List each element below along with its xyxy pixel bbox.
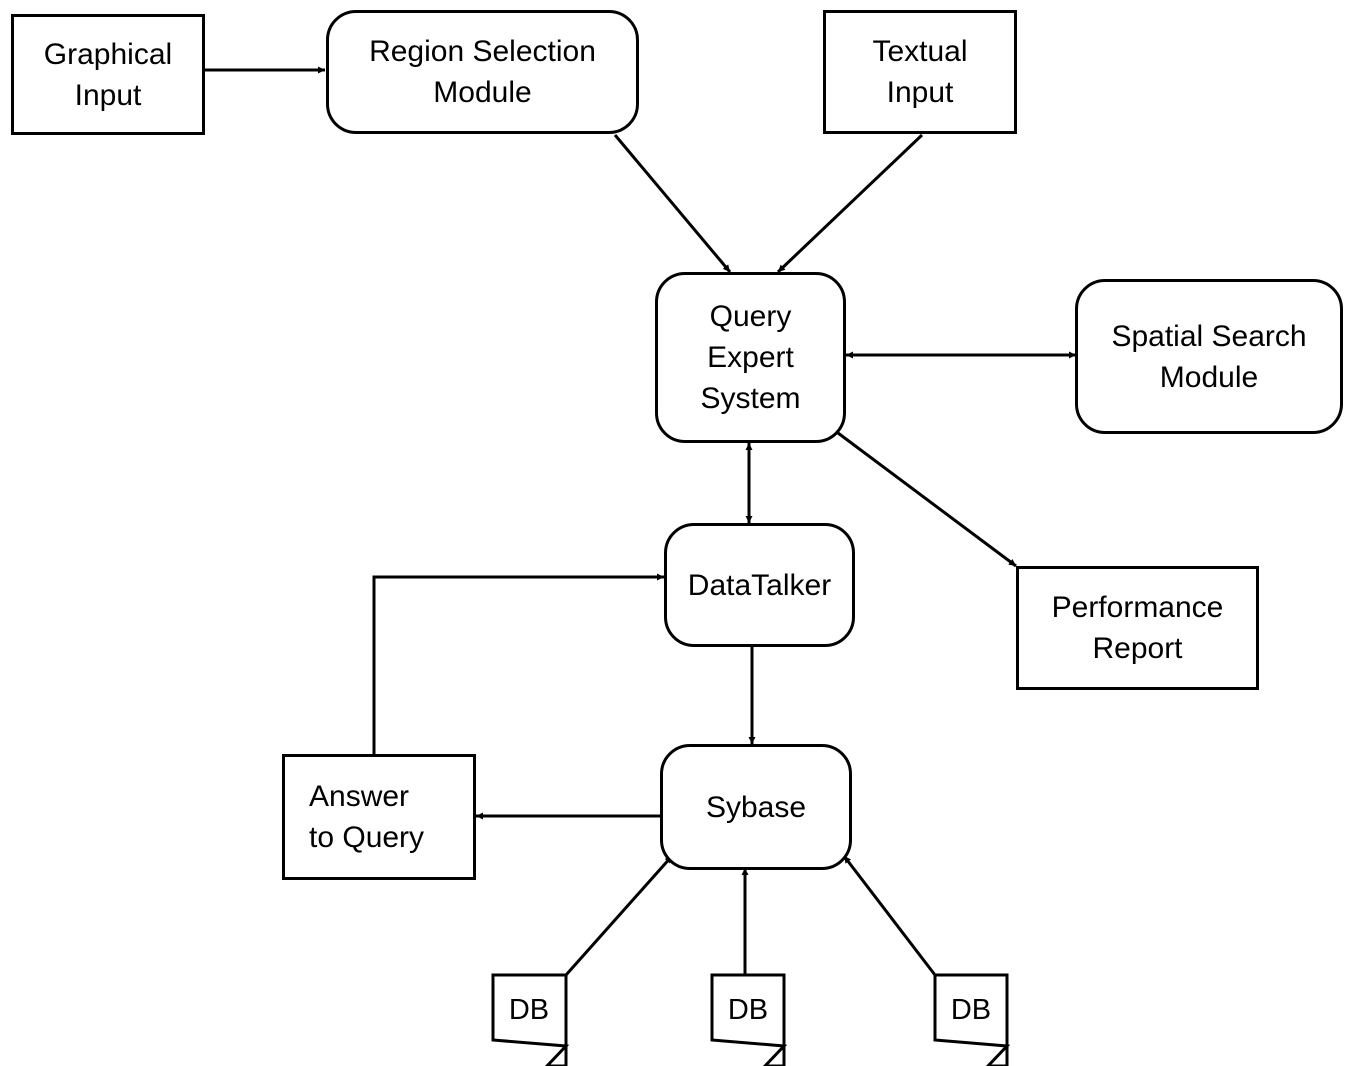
graphical-input-box: Graphical Input	[11, 14, 205, 135]
spatial-search-module-box: Spatial Search Module	[1075, 279, 1343, 434]
node-label: Region Selection	[369, 35, 596, 68]
node-label: Input	[886, 76, 954, 109]
db-document-shape	[710, 973, 788, 1066]
query-expert-system-box: Query Expert System	[655, 272, 846, 443]
db-label: DB	[727, 994, 769, 1026]
textual-input-box: Textual Input	[823, 10, 1017, 134]
node-label: Graphical	[43, 37, 173, 71]
node-label: to Query	[309, 821, 425, 854]
answer-to-query-box: Answer to Query	[282, 754, 476, 880]
arrow-db1-to-sybase	[564, 855, 674, 976]
node-label: Input	[74, 78, 142, 112]
node-label: Sybase	[705, 790, 807, 824]
node-label: Module	[433, 76, 532, 109]
node-label: Answer	[309, 780, 410, 813]
arrow-answer-to-datatalker	[372, 573, 664, 754]
db-label: DB	[508, 994, 550, 1026]
db-label: DB	[950, 994, 992, 1026]
arrow-query-to-report	[837, 431, 1017, 568]
datatalker-box: DataTalker	[664, 523, 855, 647]
node-label: Textual	[872, 35, 968, 68]
region-selection-module-box: Region Selection Module	[326, 10, 639, 134]
db-document-shape	[491, 973, 570, 1066]
arrow-db3-to-sybase	[842, 855, 937, 976]
node-label: Report	[1092, 632, 1183, 665]
node-label: Expert	[707, 341, 794, 374]
node-label: Module	[1159, 360, 1259, 394]
performance-report-box: Performance Report	[1016, 566, 1259, 690]
db-document-shape	[933, 973, 1011, 1066]
node-label: Performance	[1051, 591, 1224, 624]
sybase-box: Sybase	[660, 744, 852, 870]
arrow-textual-to-query	[776, 133, 924, 274]
node-label: DataTalker	[687, 568, 832, 602]
node-label: Query	[709, 300, 792, 333]
node-label: System	[700, 382, 801, 415]
arrow-region-to-query	[613, 134, 732, 273]
node-label: Spatial Search	[1111, 319, 1307, 353]
